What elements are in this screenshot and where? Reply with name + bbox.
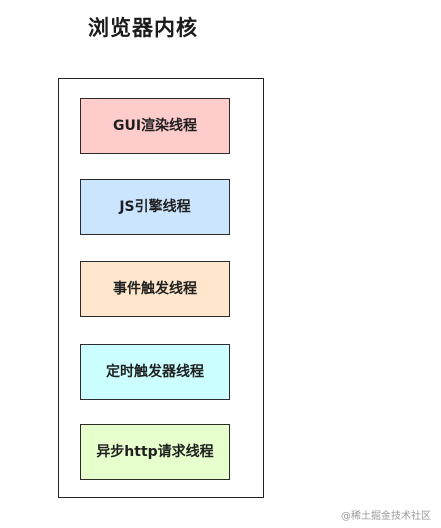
thread-box-js-engine: JS引擎线程 (80, 179, 230, 235)
thread-box-event-trigger: 事件触发线程 (80, 261, 230, 317)
thread-box-gui-render: GUI渲染线程 (80, 98, 230, 154)
thread-label-js-engine: JS引擎线程 (119, 198, 191, 215)
diagram-title: 浏览器内核 (88, 16, 198, 40)
thread-label-gui-render: GUI渲染线程 (112, 117, 198, 134)
watermark: @稀土掘金技术社区 (341, 511, 431, 522)
thread-label-async-http: 异步http请求线程 (96, 443, 214, 460)
thread-box-async-http: 异步http请求线程 (80, 424, 230, 480)
thread-label-timer-trigger: 定时触发器线程 (106, 363, 204, 380)
thread-box-timer-trigger: 定时触发器线程 (80, 344, 230, 400)
thread-label-event-trigger: 事件触发线程 (113, 280, 197, 297)
